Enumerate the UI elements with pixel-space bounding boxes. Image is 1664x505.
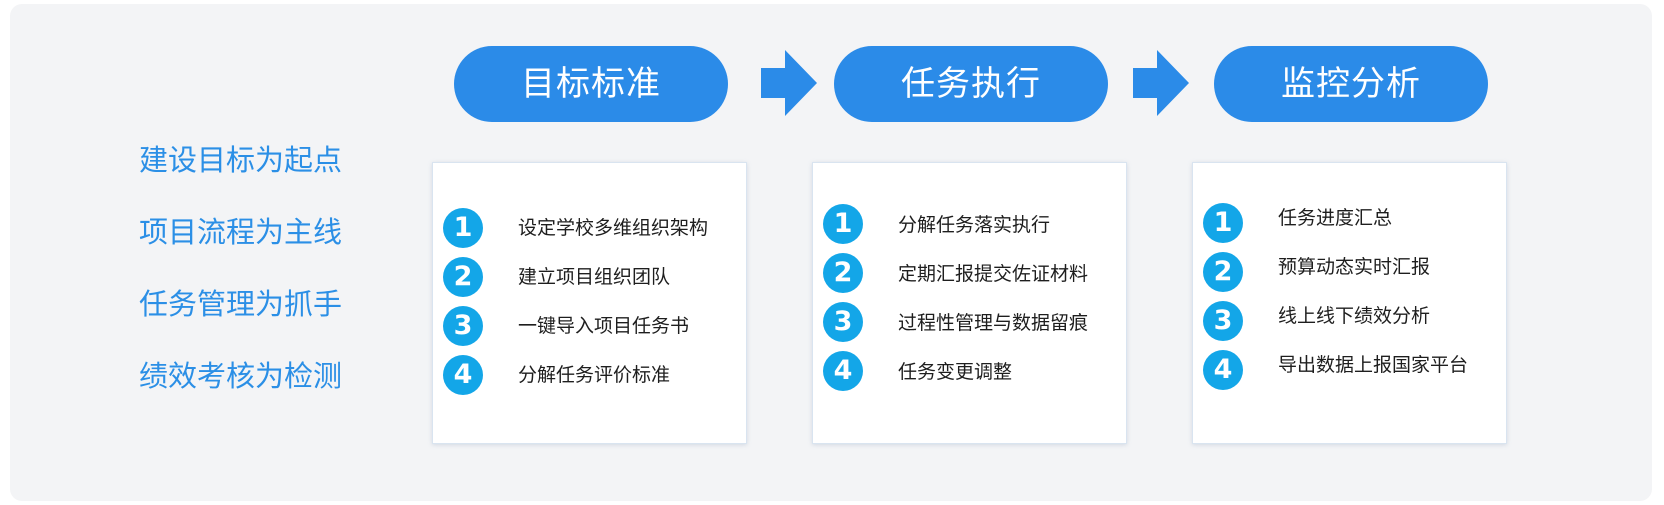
step-number-badge: 3 <box>823 301 863 342</box>
stage-card-goal-standard: 1 设定学校多维组织架构 2 建立项目组织团队 3 一键导入项目任务书 4 分解… <box>432 162 747 444</box>
step-number-badge: 3 <box>443 305 483 346</box>
step-item: 2 建立项目组织团队 <box>443 252 746 301</box>
step-item: 4 导出数据上报国家平台 <box>1203 345 1506 394</box>
step-text: 一键导入项目任务书 <box>518 314 690 337</box>
principle-item: 任务管理为抓手 <box>139 287 343 321</box>
stage-card-task-execution: 1 分解任务落实执行 2 定期汇报提交佐证材料 3 过程性管理与数据留痕 4 任… <box>812 162 1127 444</box>
right-arrow-icon <box>761 50 817 116</box>
step-number-badge: 1 <box>443 207 483 248</box>
step-item: 4 分解任务评价标准 <box>443 350 746 399</box>
step-text: 分解任务落实执行 <box>898 214 1051 236</box>
step-item: 2 预算动态实时汇报 <box>1203 247 1506 296</box>
step-number-badge: 2 <box>1203 251 1243 292</box>
step-number-badge: 4 <box>1203 349 1243 390</box>
principles-list: 建设目标为起点 项目流程为主线 任务管理为抓手 绩效考核为检测 <box>139 140 342 428</box>
principle-item: 项目流程为主线 <box>139 215 343 249</box>
stage-title-goal-standard: 目标标准 <box>454 46 728 122</box>
principle-item: 建设目标为起点 <box>139 143 343 177</box>
step-item: 3 一键导入项目任务书 <box>443 301 746 350</box>
step-item: 4 任务变更调整 <box>823 346 1126 395</box>
step-text: 任务变更调整 <box>898 361 1013 383</box>
step-text: 任务进度汇总 <box>1278 207 1393 229</box>
step-list: 1 分解任务落实执行 2 定期汇报提交佐证材料 3 过程性管理与数据留痕 4 任… <box>823 199 1126 395</box>
step-item: 2 定期汇报提交佐证材料 <box>823 248 1126 297</box>
step-text: 设定学校多维组织架构 <box>518 216 709 239</box>
step-text: 过程性管理与数据留痕 <box>898 312 1089 334</box>
step-number-badge: 4 <box>823 350 863 391</box>
step-text: 分解任务评价标准 <box>518 363 671 386</box>
step-text: 预算动态实时汇报 <box>1278 256 1431 278</box>
step-text: 建立项目组织团队 <box>518 265 671 288</box>
step-number-badge: 2 <box>443 256 483 297</box>
step-number-badge: 1 <box>1203 202 1243 243</box>
stage-title-task-execution: 任务执行 <box>834 46 1108 122</box>
stage-card-monitoring-analysis: 1 任务进度汇总 2 预算动态实时汇报 3 线上线下绩效分析 4 导出数据上报国… <box>1192 162 1507 444</box>
step-number-badge: 4 <box>443 354 483 395</box>
step-list: 1 设定学校多维组织架构 2 建立项目组织团队 3 一键导入项目任务书 4 分解… <box>443 203 746 399</box>
step-item: 3 过程性管理与数据留痕 <box>823 297 1126 346</box>
step-item: 1 设定学校多维组织架构 <box>443 203 746 252</box>
step-text: 线上线下绩效分析 <box>1278 305 1431 327</box>
step-text: 定期汇报提交佐证材料 <box>898 263 1089 285</box>
stage-title-monitoring-analysis: 监控分析 <box>1214 46 1488 122</box>
step-number-badge: 3 <box>1203 300 1243 341</box>
step-item: 3 线上线下绩效分析 <box>1203 296 1506 345</box>
principle-item: 绩效考核为检测 <box>139 359 343 393</box>
step-item: 1 分解任务落实执行 <box>823 199 1126 248</box>
step-list: 1 任务进度汇总 2 预算动态实时汇报 3 线上线下绩效分析 4 导出数据上报国… <box>1203 198 1506 394</box>
step-item: 1 任务进度汇总 <box>1203 198 1506 247</box>
step-number-badge: 1 <box>823 203 863 244</box>
right-arrow-icon <box>1133 50 1189 116</box>
step-text: 导出数据上报国家平台 <box>1278 354 1469 376</box>
step-number-badge: 2 <box>823 252 863 293</box>
